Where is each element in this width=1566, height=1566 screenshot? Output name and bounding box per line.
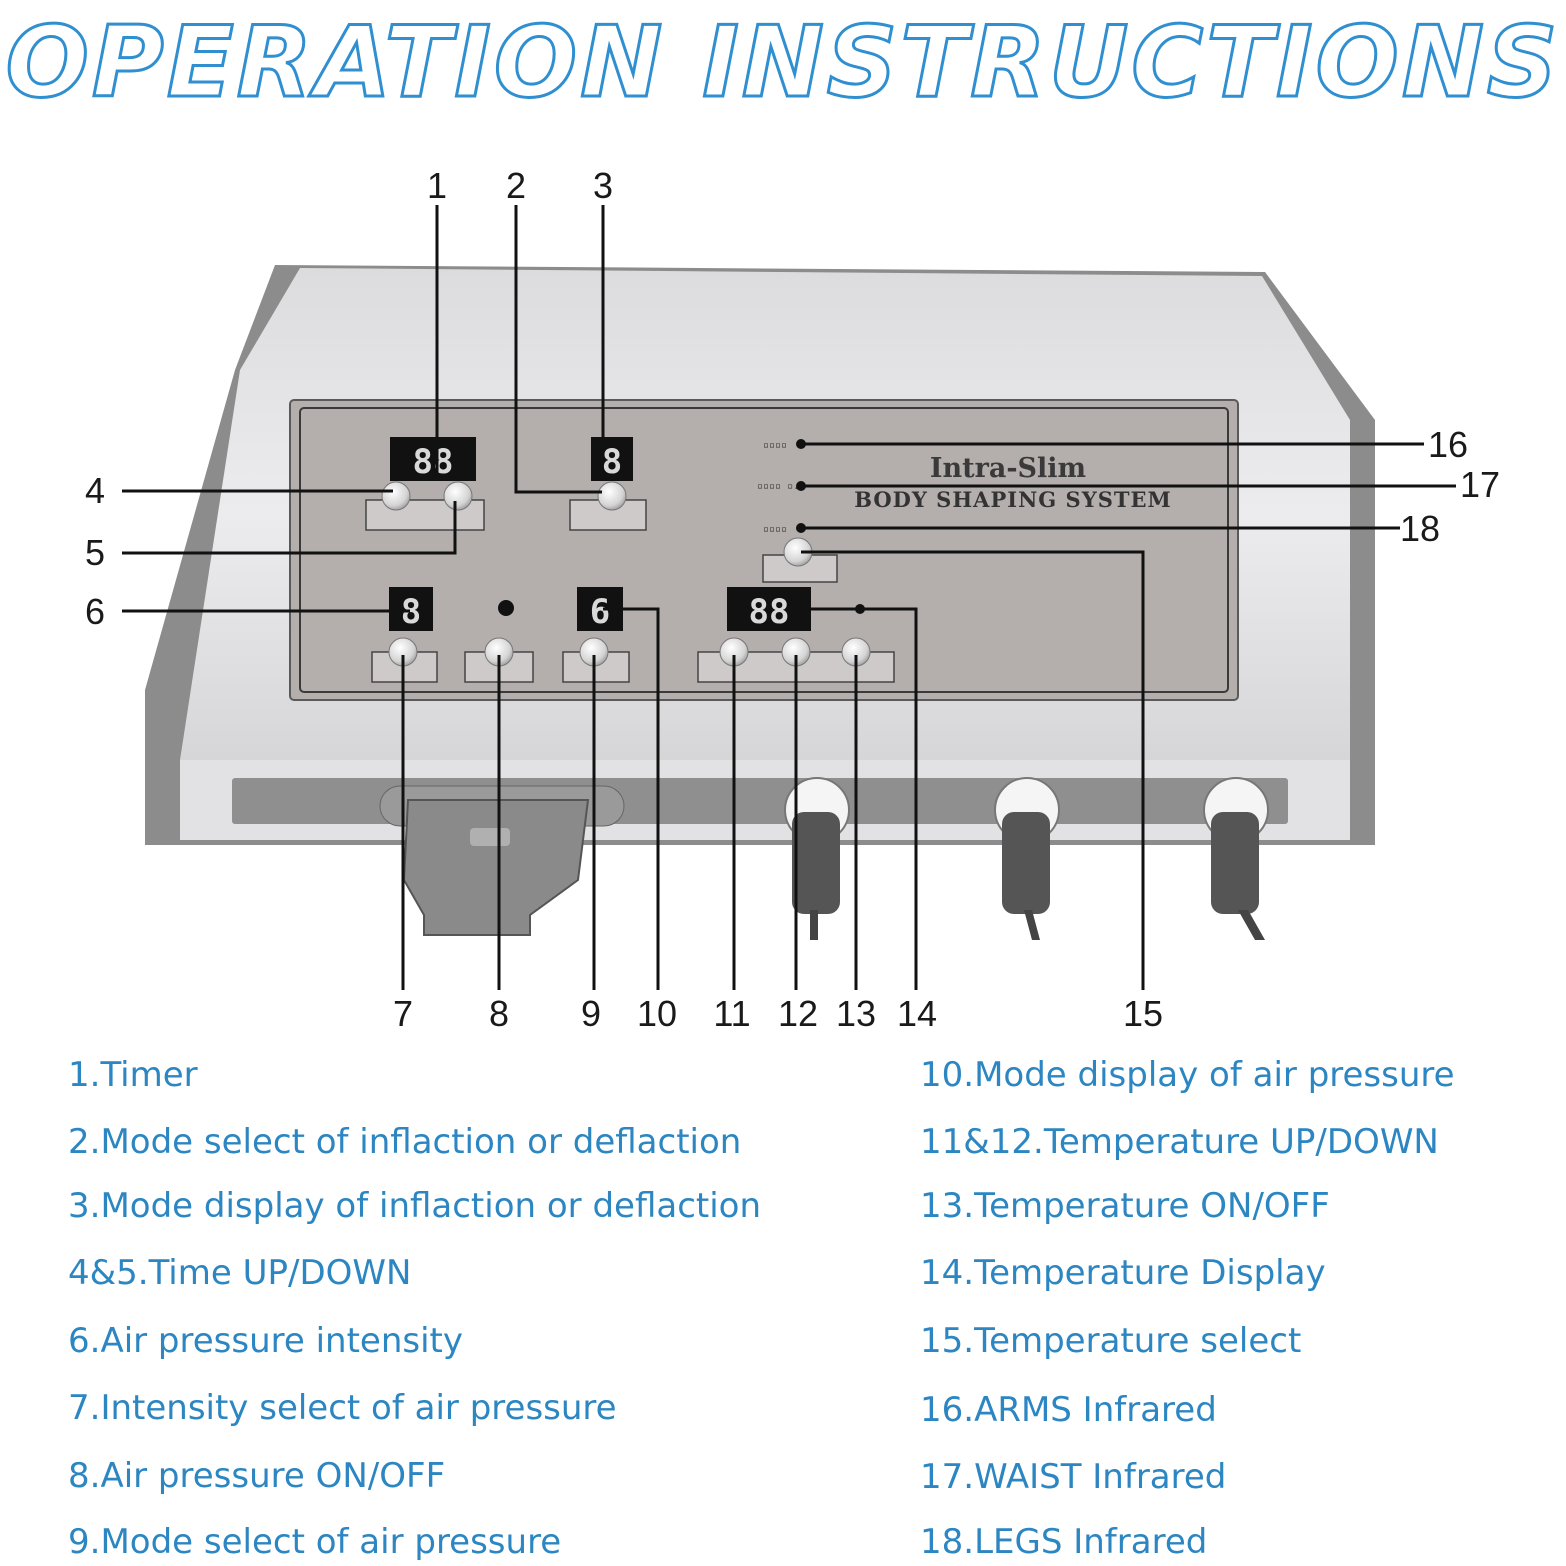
legend-item-17: 17.WAIST Infrared (920, 1457, 1227, 1497)
infrared-cable-3 (1203, 777, 1269, 940)
infrared-cable-2 (994, 777, 1060, 940)
waist-indicator-label: ▫▫▫▫ ▫.▫ (757, 481, 805, 492)
legend-item-11-12: 11&12.Temperature UP/DOWN (920, 1122, 1439, 1162)
callout-11: 11 (713, 993, 750, 1034)
callout-9: 9 (581, 993, 601, 1034)
legend-item-14: 14.Temperature Display (920, 1253, 1326, 1293)
callout-numbers: 1 2 3 4 5 6 7 8 9 10 11 12 13 14 15 16 1… (85, 165, 1500, 1034)
legend-item-16: 16.ARMS Infrared (920, 1390, 1217, 1430)
legend-item-13: 13.Temperature ON/OFF (920, 1186, 1330, 1226)
device-brand: Intra-Slim (930, 453, 1086, 484)
svg-text:6: 6 (590, 592, 610, 632)
time-up-button[interactable] (381, 481, 411, 511)
legend-item-2: 2.Mode select of inflaction or deflactio… (68, 1122, 742, 1162)
device-subtitle: BODY SHAPING SYSTEM (854, 487, 1172, 512)
air-hose-connector (402, 799, 590, 936)
device-diagram: Intra-Slim BODY SHAPING SYSTEM ▫▫▫▫ ▫▫▫▫… (85, 165, 1500, 1034)
callout-10: 10 (637, 993, 677, 1034)
legend-item-9: 9.Mode select of air pressure (68, 1522, 562, 1562)
infrared-cable-1 (784, 777, 850, 940)
legend-item-6: 6.Air pressure intensity (68, 1321, 464, 1361)
time-down-button[interactable] (443, 481, 473, 511)
arms-indicator-label: ▫▫▫▫ (763, 440, 787, 451)
callout-13: 13 (836, 993, 876, 1034)
front-connectors (379, 777, 1269, 940)
callout-3: 3 (593, 165, 613, 206)
callout-4: 4 (85, 470, 105, 511)
callout-1: 1 (427, 165, 447, 206)
legend-item-18: 18.LEGS Infrared (920, 1522, 1208, 1562)
legs-indicator-label: ▫▫▫▫ (763, 524, 787, 535)
timer-display (390, 437, 476, 481)
callout-17: 17 (1460, 464, 1500, 505)
callout-8: 8 (489, 993, 509, 1034)
callout-15: 15 (1123, 993, 1163, 1034)
legend-item-8: 8.Air pressure ON/OFF (68, 1456, 446, 1496)
page-title: OPERATION INSTRUCTIONS (4, 6, 1561, 120)
callout-16: 16 (1428, 424, 1468, 465)
callout-18: 18 (1400, 508, 1440, 549)
leader-lines (122, 205, 1456, 990)
svg-text:8: 8 (602, 442, 622, 482)
legend-item-1: 1.Timer (68, 1055, 198, 1095)
air-pressure-indicator-light (498, 600, 514, 616)
svg-text:88: 88 (413, 442, 454, 482)
inflation-mode-select-button[interactable] (597, 481, 627, 511)
legend-item-3: 3.Mode display of inflaction or deflacti… (68, 1186, 762, 1226)
legend-item-7: 7.Intensity select of air pressure (68, 1388, 617, 1428)
callout-12: 12 (778, 993, 818, 1034)
callout-7: 7 (393, 993, 413, 1034)
callout-6: 6 (85, 591, 105, 632)
legend-item-10: 10.Mode display of air pressure (920, 1055, 1455, 1095)
legend-item-15: 15.Temperature select (920, 1321, 1302, 1361)
inflation-mode-display (591, 437, 633, 481)
callout-2: 2 (506, 165, 526, 206)
svg-text:88: 88 (749, 592, 790, 632)
air-pressure-intensity-display (389, 587, 433, 631)
legend-item-4-5: 4&5.Time UP/DOWN (68, 1253, 412, 1293)
callout-5: 5 (85, 532, 105, 573)
callout-14: 14 (897, 993, 937, 1034)
svg-text:8: 8 (401, 592, 421, 632)
